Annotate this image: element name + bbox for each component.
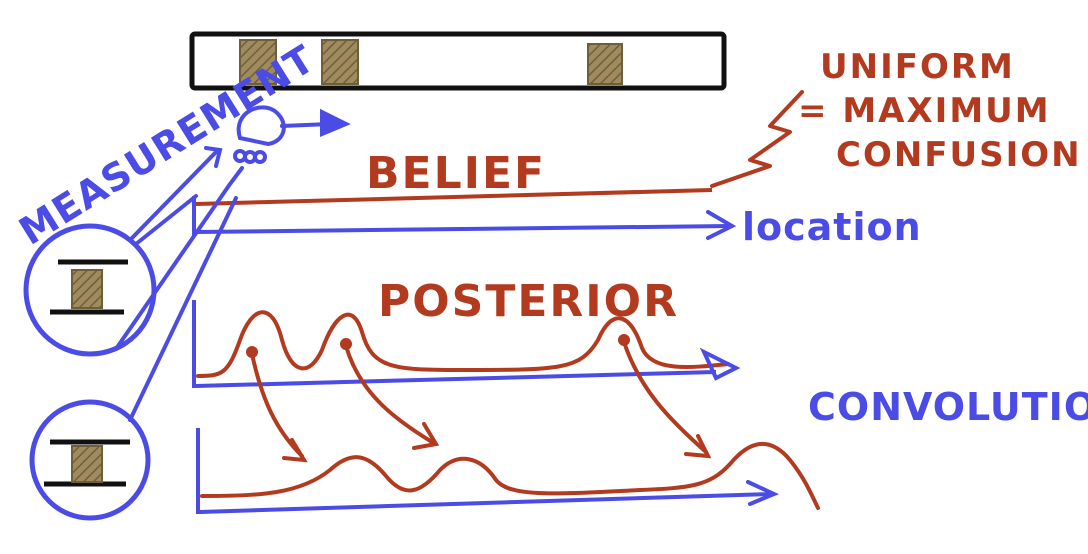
posterior-curve [196, 310, 730, 378]
door-icon [71, 445, 103, 483]
arrowhead-icon [684, 434, 712, 459]
convolution-arrows [246, 334, 712, 463]
convolution-label: CONVOLUTION [808, 385, 1088, 429]
convolution-plot: CONVOLUTION [196, 385, 1088, 514]
door-icon [321, 39, 359, 85]
convolution-arrowhead-icon [746, 480, 779, 506]
door-icon [587, 43, 623, 85]
zigzag-arrow-icon [710, 90, 804, 188]
motion-arrow-icon [320, 108, 351, 137]
belief-plot: BELIEF location [192, 148, 922, 249]
maximum-label: = MAXIMUM [798, 91, 1051, 131]
posterior-label: POSTERIOR [378, 276, 679, 327]
convolution-x-axis [199, 492, 773, 514]
convolution-curve [200, 442, 820, 510]
confusion-label: CONFUSION [836, 135, 1082, 175]
uniform-note: UNIFORM = MAXIMUM CONFUSION [710, 47, 1082, 188]
posterior-plot: POSTERIOR [192, 276, 741, 388]
hallway [189, 31, 727, 91]
arrowhead-icon [282, 438, 308, 463]
lens-connector [128, 196, 238, 422]
uniform-label: UNIFORM [820, 47, 1015, 87]
arrowhead-icon [412, 422, 440, 450]
measurement-group: MEASUREMENT [11, 37, 322, 521]
posterior-x-axis [195, 370, 717, 388]
door-icon [239, 39, 277, 85]
measurement-arrow-icon [130, 146, 223, 240]
location-label: location [742, 205, 922, 249]
magnifier-circle-icon [29, 399, 151, 521]
door-icon [71, 269, 103, 309]
hallway-bar [189, 31, 727, 91]
belief-uniform-line [195, 188, 713, 206]
robot-icon [233, 105, 351, 164]
magnifier-circle-icon [23, 223, 157, 357]
lens-connector [116, 166, 244, 348]
location-axis [195, 224, 731, 234]
location-arrowhead-icon [706, 210, 737, 240]
posterior-arrowhead-icon [699, 347, 741, 381]
belief-label: BELIEF [366, 148, 546, 199]
